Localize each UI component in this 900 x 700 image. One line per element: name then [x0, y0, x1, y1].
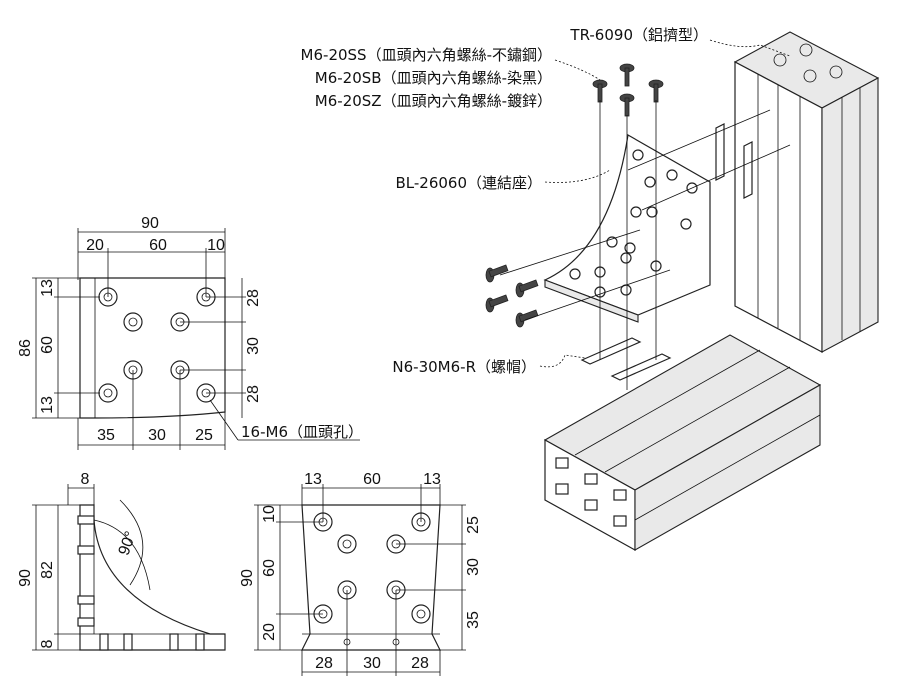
face-top-dim-3: 13	[423, 471, 441, 488]
front-view: 90 20 60 10 86 13 60 13 28 30 28 35 30 2…	[17, 215, 363, 450]
front-width: 90	[141, 215, 159, 232]
screw-sz-callout: M6-20SZ（皿頭內六角螺絲-鍍鋅）	[315, 92, 552, 110]
face-bottom-dim-3: 28	[411, 655, 429, 672]
top-screws	[592, 63, 664, 117]
side-top: 8	[81, 471, 90, 488]
front-right-dim-1: 28	[245, 289, 262, 307]
front-top-dim-3: 10	[207, 237, 225, 254]
isometric-assembly	[485, 31, 880, 552]
face-top-dim-2: 60	[363, 471, 381, 488]
front-height: 86	[17, 339, 34, 357]
profile-callout: TR-6090（鋁擠型）	[569, 26, 708, 44]
front-left-dim-3: 13	[39, 396, 56, 414]
front-right-dim-3: 28	[245, 385, 262, 403]
front-left-dim-2: 60	[39, 336, 56, 354]
side-height: 90	[17, 569, 34, 587]
bracket-part	[543, 134, 711, 323]
front-view-holes	[98, 287, 216, 403]
side-screws	[485, 264, 539, 328]
front-top-dim-2: 60	[149, 237, 167, 254]
face-right-dim-2: 30	[465, 558, 482, 576]
holes-callout: 16-M6（皿頭孔）	[241, 423, 363, 441]
front-right-dim-2: 30	[245, 337, 262, 355]
nut-callout: N6-30M6-R（螺帽）	[392, 358, 536, 376]
horizontal-profile	[543, 334, 822, 552]
face-bottom-dim-2: 30	[363, 655, 381, 672]
face-left-dim-3: 20	[261, 623, 278, 641]
front-bottom-dim-1: 35	[97, 427, 115, 444]
front-bottom-dim-3: 25	[195, 427, 213, 444]
face-right-dim-3: 35	[465, 611, 482, 629]
bracket-callout: BL-26060（連結座）	[395, 174, 542, 192]
front-bottom-dim-2: 30	[148, 427, 166, 444]
vertical-profile	[733, 31, 880, 353]
side-angle: 90°	[116, 529, 140, 558]
side-bottom: 8	[39, 639, 56, 648]
screw-ss-callout: M6-20SS（皿頭內六角螺絲-不鏽鋼）	[301, 46, 552, 64]
side-inner: 82	[39, 561, 56, 579]
side-view: 90° 90 82 8 8	[17, 471, 226, 651]
front-left-dim-1: 13	[39, 279, 56, 297]
face-top-dim-1: 13	[304, 471, 322, 488]
face-right-dim-1: 25	[465, 516, 482, 534]
screw-sb-callout: M6-20SB（皿頭內六角螺絲-染黑）	[315, 69, 552, 87]
face-view: 13 60 13 90 10 60 20 25 30 35 28 30 28	[239, 471, 482, 676]
face-left-dim-2: 60	[261, 559, 278, 577]
face-bottom-dim-1: 28	[315, 655, 333, 672]
nuts	[580, 123, 753, 381]
face-left-dim-1: 10	[261, 505, 278, 523]
face-height: 90	[239, 569, 256, 587]
front-top-dim-1: 20	[86, 237, 104, 254]
side-view-outline	[79, 504, 226, 651]
